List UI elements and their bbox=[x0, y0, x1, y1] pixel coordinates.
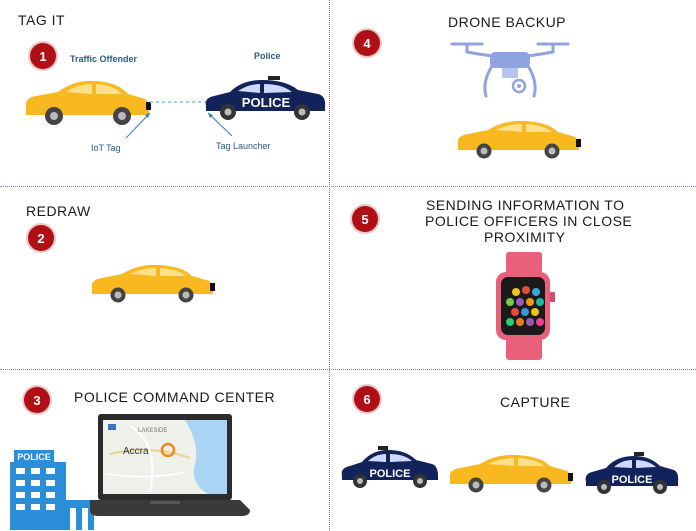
iot-tag-label: IoT Tag bbox=[91, 143, 121, 153]
step-badge: 2 bbox=[28, 225, 54, 251]
step-badge: 6 bbox=[354, 386, 380, 412]
car-icon bbox=[25, 80, 151, 125]
police-building-icon: POLICE bbox=[10, 450, 94, 530]
police-car-icon: POLICE bbox=[585, 452, 679, 494]
map-pin-icon bbox=[160, 442, 176, 458]
panel-title: REDRAW bbox=[26, 203, 91, 219]
panel-title-line2: POLICE OFFICERS IN CLOSE bbox=[425, 213, 633, 229]
panel-title-line3: PROXIMITY bbox=[484, 229, 566, 245]
panel-title: TAG IT bbox=[18, 12, 66, 28]
step-badge: 4 bbox=[354, 30, 380, 56]
panel-title: DRONE BACKUP bbox=[448, 14, 567, 30]
car-icon bbox=[91, 264, 215, 303]
map-city-label: Accra bbox=[123, 446, 149, 457]
laptop-icon bbox=[90, 414, 250, 516]
panel-title-line1: SENDING INFORMATION TO bbox=[426, 197, 625, 213]
police-car-icon: POLICE bbox=[205, 76, 326, 120]
police-car-text: POLICE bbox=[242, 95, 291, 110]
panel-title: POLICE COMMAND CENTER bbox=[74, 389, 276, 405]
drone-icon bbox=[450, 42, 570, 98]
step-badge: 5 bbox=[352, 206, 378, 232]
police-car-icon: POLICE bbox=[341, 446, 438, 488]
panel-title: CAPTURE bbox=[500, 394, 571, 410]
smartwatch-icon bbox=[496, 252, 555, 360]
car-icon bbox=[457, 120, 581, 159]
horizontal-divider-top bbox=[0, 186, 696, 187]
tag-launcher-label: Tag Launcher bbox=[216, 141, 271, 151]
building-sign: POLICE bbox=[17, 452, 51, 462]
offender-label: Traffic Offender bbox=[70, 54, 138, 64]
car-icon bbox=[449, 454, 573, 493]
police-label: Police bbox=[254, 51, 281, 61]
horizontal-divider-bottom bbox=[0, 369, 696, 370]
police-car-text: POLICE bbox=[370, 468, 411, 480]
label-arrows bbox=[125, 112, 233, 139]
step-badge: 3 bbox=[24, 387, 50, 413]
police-car-text: POLICE bbox=[612, 474, 653, 486]
tag-beam bbox=[150, 98, 212, 103]
vertical-divider bbox=[329, 0, 330, 531]
step-badge: 1 bbox=[30, 43, 56, 69]
map-small-label: LAKESIDE bbox=[138, 428, 168, 434]
